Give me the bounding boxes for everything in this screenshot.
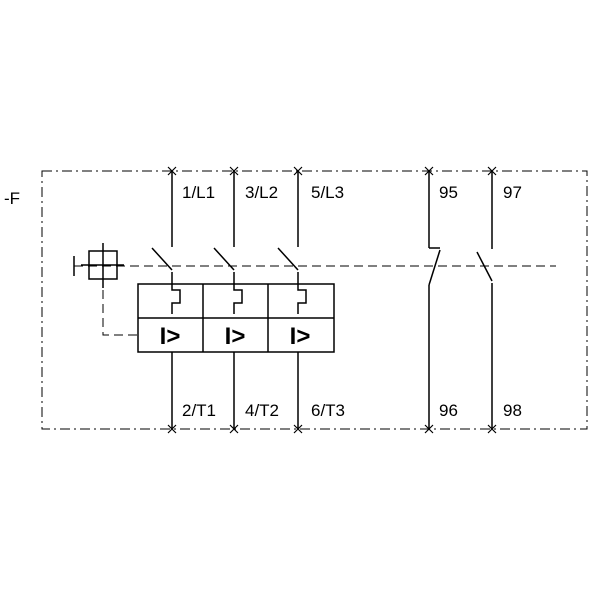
reset-operator-icon [73,243,124,288]
terminal-label-95: 95 [439,183,458,202]
main-pole-1 [151,171,181,429]
aux-contact-nc [428,171,441,429]
main-pole-2 [213,171,243,429]
main-pole-3 [277,171,307,429]
terminal-label-98: 98 [503,401,522,420]
terminal-label-1-l1: 1/L1 [182,183,215,202]
trip-linkage [102,290,138,336]
trip-symbol-1: I> [160,323,181,350]
overload-trip-block [137,283,335,353]
terminal-label-97: 97 [503,183,522,202]
terminal-label-5-l3: 5/L3 [311,183,344,202]
terminal-label-2-t1: 2/T1 [182,401,216,420]
terminal-label-6-t3: 6/T3 [311,401,345,420]
aux-contact-no [476,171,493,429]
terminal-label-3-l2: 3/L2 [245,183,278,202]
device-enclosure [41,170,588,430]
terminal-label-4-t2: 4/T2 [245,401,279,420]
device-designation: -F [4,189,20,208]
terminal-label-96: 96 [439,401,458,420]
trip-symbol-2: I> [225,323,246,350]
trip-symbol-3: I> [290,323,311,350]
